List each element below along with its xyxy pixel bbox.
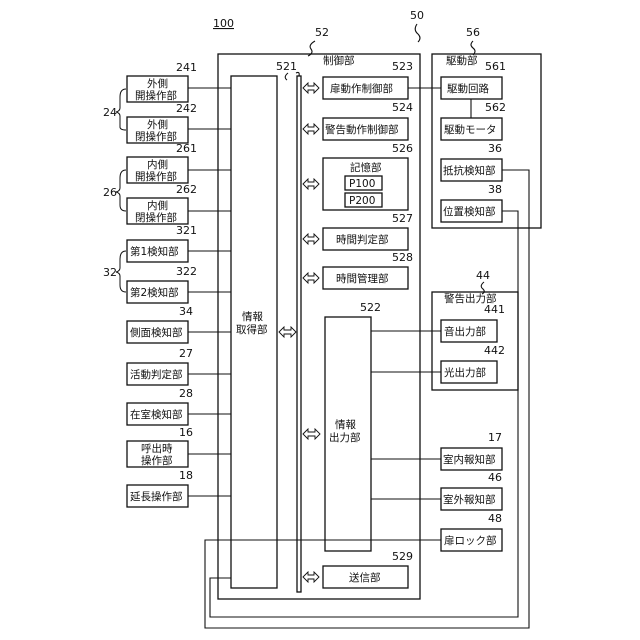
ref-drive-circuit: 561 — [485, 60, 506, 73]
storage-label: 記憶部 — [350, 161, 382, 174]
ref-group-26: 26 — [103, 186, 117, 199]
ref-time-manage: 528 — [392, 251, 413, 264]
leader-controller-group — [415, 24, 420, 42]
drive-circuit-label: 駆動回路 — [447, 82, 489, 95]
bus-arrow-warning-control — [303, 124, 319, 134]
info-acquisition-label-2: 取得部 — [236, 323, 268, 336]
input-16-line-1: 呼出時 — [141, 442, 173, 455]
bus-arrow-transmit — [303, 572, 319, 582]
ref-input-262: 262 — [176, 183, 197, 196]
brace-group-32 — [116, 251, 126, 292]
input-261-line-2: 開操作部 — [135, 170, 177, 183]
leader-info-acquisition — [285, 73, 288, 80]
ref-door-control: 523 — [392, 60, 413, 73]
bus-arrow-storage — [303, 179, 319, 189]
outdoor-notify-label: 室外報知部 — [443, 493, 496, 506]
input-column: 外側 開操作部 241 外側 閉操作部 242 内側 開操作部 261 内側 閉… — [127, 61, 231, 507]
info-acquisition-label-1: 情報 — [242, 310, 263, 323]
door-lock-label: 扉ロック部 — [444, 534, 497, 547]
info-output-label-1: 情報 — [335, 418, 356, 431]
ref-input-321: 321 — [176, 224, 197, 237]
indoor-notify-label: 室内報知部 — [443, 453, 496, 466]
ref-storage: 526 — [392, 142, 413, 155]
ref-info-output: 522 — [360, 301, 381, 314]
ref-outdoor-notify: 46 — [488, 471, 502, 484]
ref-input-242: 242 — [176, 102, 197, 115]
input-242-line-2: 閉操作部 — [135, 130, 177, 143]
brace-group-24 — [116, 89, 126, 130]
resistance-detect-label: 抵抗検知部 — [443, 164, 496, 177]
bus-arrow-time-judge — [303, 234, 319, 244]
time-manage-label: 時間管理部 — [336, 272, 389, 285]
input-34-line-1: 側面検知部 — [130, 326, 183, 339]
drive-unit-title: 駆動部 — [446, 54, 478, 67]
ref-controller-group: 50 — [410, 9, 424, 22]
input-261-line-1: 内側 — [147, 158, 168, 171]
internal-bus — [297, 76, 301, 592]
ref-input-322: 322 — [176, 265, 197, 278]
ref-door-lock: 48 — [488, 512, 502, 525]
leader-drive-unit — [471, 41, 475, 55]
ref-light-output: 442 — [484, 344, 505, 357]
ref-group-32: 32 — [103, 266, 117, 279]
input-28-line-1: 在室検知部 — [130, 408, 183, 421]
input-27-line-1: 活動判定部 — [130, 368, 183, 381]
ref-control-unit: 52 — [315, 26, 329, 39]
time-judge-label: 時間判定部 — [336, 233, 389, 246]
bus-arrow-info-output — [303, 429, 320, 439]
ref-position-detect: 38 — [488, 183, 502, 196]
ref-transmit: 529 — [392, 550, 413, 563]
control-unit-title: 制御部 — [323, 54, 355, 67]
bus-arrow-door-control — [303, 83, 319, 93]
ref-input-28: 28 — [179, 387, 193, 400]
ref-warning-output: 44 — [476, 269, 490, 282]
input-16-line-2: 操作部 — [141, 454, 173, 467]
ref-indoor-notify: 17 — [488, 431, 502, 444]
ref-input-261: 261 — [176, 142, 197, 155]
program-p200: P200 — [349, 195, 375, 207]
input-18-line-1: 延長操作部 — [130, 490, 183, 503]
ref-drive-motor: 562 — [485, 101, 506, 114]
ref-input-241: 241 — [176, 61, 197, 74]
warning-control-label: 警告動作制御部 — [325, 123, 399, 136]
transmit-label: 送信部 — [349, 571, 381, 584]
ref-input-16: 16 — [179, 426, 193, 439]
ref-info-acquisition: 521 — [276, 60, 297, 73]
brace-group-26 — [116, 170, 126, 211]
ref-input-34: 34 — [179, 305, 193, 318]
input-262-line-1: 内側 — [147, 199, 168, 212]
input-242-line-1: 外側 — [147, 118, 168, 131]
bidirectional-arrow-icon — [279, 327, 296, 337]
light-output-label: 光出力部 — [444, 366, 486, 379]
ref-input-27: 27 — [179, 347, 193, 360]
ref-input-18: 18 — [179, 469, 193, 482]
input-241-line-2: 開操作部 — [135, 89, 177, 102]
ref-group-24: 24 — [103, 106, 117, 119]
ref-system: 100 — [213, 17, 234, 30]
ref-sound-output: 441 — [484, 303, 505, 316]
drive-motor-label: 駆動モータ — [444, 123, 497, 136]
position-detect-label: 位置検知部 — [443, 205, 496, 218]
door-control-label: 扉動作制御部 — [330, 82, 393, 95]
info-output-label-2: 出力部 — [329, 431, 361, 444]
ref-warning-control: 524 — [392, 101, 413, 114]
input-262-line-2: 閉操作部 — [135, 211, 177, 224]
ref-drive-unit: 56 — [466, 26, 480, 39]
bus-arrow-time-manage — [303, 273, 319, 283]
ref-resistance-detect: 36 — [488, 142, 502, 155]
input-241-line-1: 外側 — [147, 77, 168, 90]
program-p100: P100 — [349, 178, 375, 190]
sound-output-label: 音出力部 — [444, 325, 486, 338]
input-322-line-1: 第2検知部 — [130, 286, 179, 299]
input-321-line-1: 第1検知部 — [130, 245, 179, 258]
ref-time-judge: 527 — [392, 212, 413, 225]
